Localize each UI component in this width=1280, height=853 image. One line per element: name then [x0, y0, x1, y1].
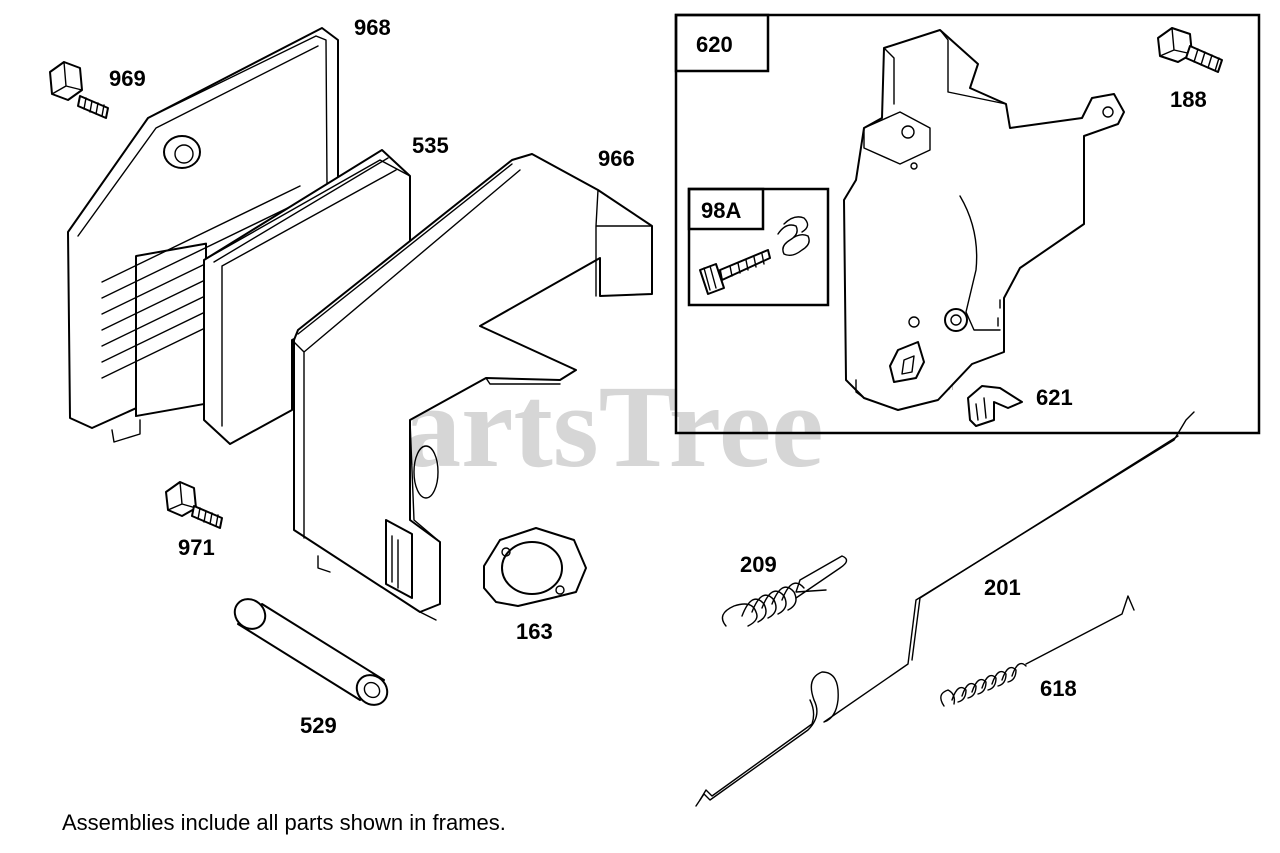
frame-98A: 98A [687, 187, 830, 307]
label-163: 163 [516, 619, 553, 644]
label-621: 621 [1036, 385, 1073, 410]
part-188-bolt[interactable] [1157, 27, 1223, 73]
part-labels: 968 969 535 966 971 163 529 621 188 209 … [109, 15, 1207, 738]
part-529-tube[interactable] [229, 593, 394, 711]
part-620-bracket[interactable] [843, 29, 1125, 411]
part-966-base[interactable] [293, 153, 653, 621]
frame-98A-label: 98A [701, 198, 741, 223]
label-535: 535 [412, 133, 449, 158]
part-209-spring[interactable] [721, 555, 848, 627]
part-969-screw[interactable] [49, 61, 109, 119]
part-535-filter[interactable] [203, 149, 411, 445]
assemblies-note: Assemblies include all parts shown in fr… [62, 810, 506, 835]
label-966: 966 [598, 146, 635, 171]
part-618-spring[interactable] [940, 595, 1135, 707]
part-201-link[interactable] [695, 411, 1195, 807]
part-98A-screw-spring[interactable] [699, 216, 810, 295]
frame-620-label: 620 [696, 32, 733, 57]
label-201: 201 [984, 575, 1021, 600]
label-969: 969 [109, 66, 146, 91]
label-188: 188 [1170, 87, 1207, 112]
part-621-clip[interactable] [967, 385, 1023, 427]
label-209: 209 [740, 552, 777, 577]
part-163-gasket[interactable] [483, 527, 587, 607]
label-529: 529 [300, 713, 337, 738]
label-618: 618 [1040, 676, 1077, 701]
frame-620: 620 [674, 13, 1261, 435]
part-971-screw[interactable] [165, 481, 223, 529]
label-968: 968 [354, 15, 391, 40]
label-971: 971 [178, 535, 215, 560]
